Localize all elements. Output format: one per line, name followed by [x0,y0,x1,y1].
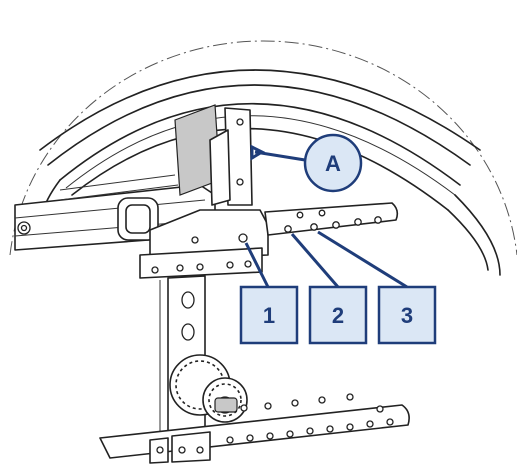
caster-hub [169,354,248,423]
callout-2: 2 [308,285,368,345]
callout-3: 3 [377,285,437,345]
callout-a-label: A [325,151,341,176]
callout-3-label: 3 [401,303,413,328]
mounting-plate [139,209,269,279]
upright-bracket [209,107,253,206]
callout-a: A [303,133,363,193]
clamp-knob [117,197,159,241]
callout-1-label: 1 [263,303,275,328]
callout-2-label: 2 [332,303,344,328]
adjustment-bar [264,202,399,236]
leader-lines [244,144,408,289]
wheel-outline [9,40,517,276]
lower-bar [99,393,410,464]
callout-1: 1 [239,285,299,345]
